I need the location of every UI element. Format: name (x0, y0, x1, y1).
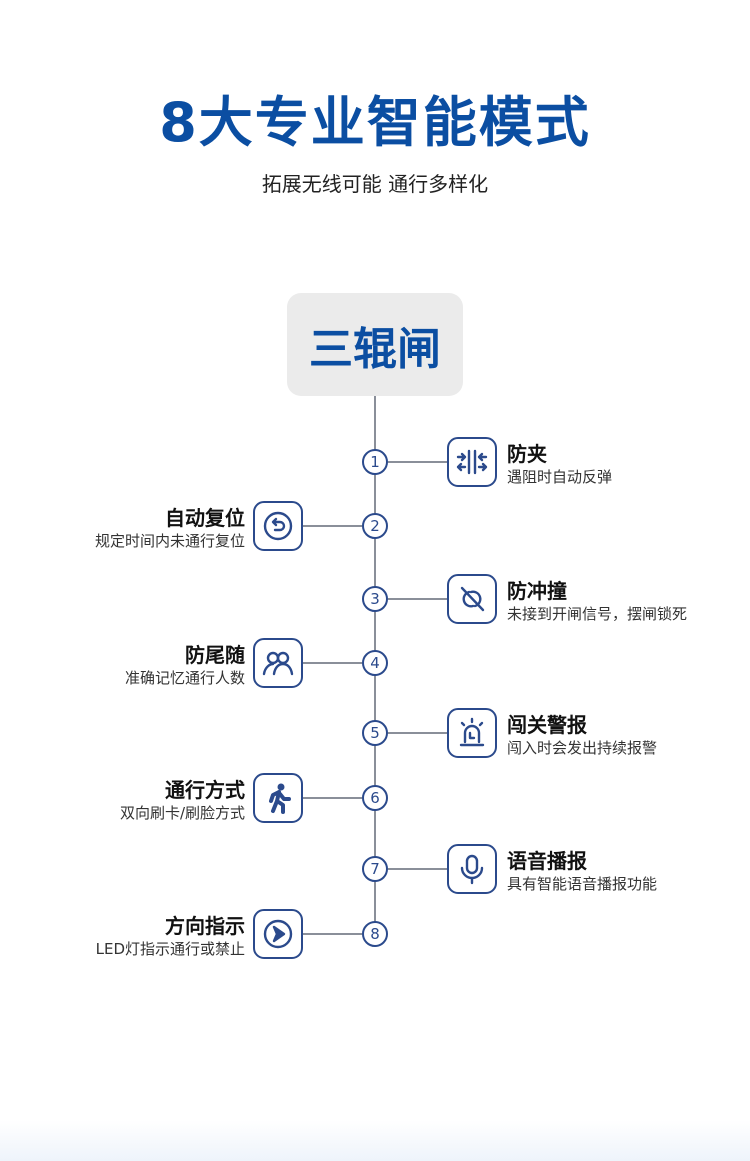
feature-title: 自动复位 (165, 506, 245, 530)
step-number: 8 (362, 921, 388, 947)
feature-desc: 遇阻时自动反弹 (507, 468, 613, 486)
step-number: 1 (362, 449, 388, 475)
feature-title: 防尾随 (185, 643, 245, 667)
feature-desc: 具有智能语音播报功能 (507, 875, 658, 893)
feature-title: 通行方式 (165, 778, 245, 802)
connector-line (388, 868, 447, 870)
step-number: 5 (362, 720, 388, 746)
feature-desc: LED灯指示通行或禁止 (95, 940, 245, 958)
feature-desc: 双向刷卡/刷脸方式 (119, 804, 245, 822)
alarm-light-icon (447, 708, 497, 758)
microphone-icon (447, 844, 497, 894)
product-label: 三辊闸 (287, 293, 463, 396)
feature-desc: 准确记忆通行人数 (124, 669, 245, 687)
feature-desc: 闯入时会发出持续报警 (507, 739, 658, 757)
feature-title: 方向指示 (165, 914, 245, 938)
direction-arrow-icon (253, 909, 303, 959)
connector-line (388, 461, 447, 463)
feature-title: 闯关警报 (507, 713, 587, 737)
connector-line (388, 732, 447, 734)
feature-title: 防夹 (507, 442, 547, 466)
step-number: 7 (362, 856, 388, 882)
step-number: 2 (362, 513, 388, 539)
feature-title: 防冲撞 (507, 579, 567, 603)
feature-desc: 未接到开闸信号，摆闸锁死 (507, 605, 688, 623)
feature-desc: 规定时间内未通行复位 (94, 532, 245, 550)
step-number: 4 (362, 650, 388, 676)
running-person-icon (253, 773, 303, 823)
connector-line (302, 662, 362, 664)
connector-line (302, 797, 362, 799)
reset-icon (253, 501, 303, 551)
anti-pinch-icon (447, 437, 497, 487)
connector-line (302, 933, 362, 935)
people-icon (253, 638, 303, 688)
connector-line (302, 525, 362, 527)
anti-collision-icon (447, 574, 497, 624)
step-number: 3 (362, 586, 388, 612)
page-subtitle: 拓展无线可能 通行多样化 (261, 172, 489, 196)
page-title: 8大专业智能模式 (159, 91, 591, 154)
connector-line (388, 598, 447, 600)
next-section-band (0, 1120, 750, 1161)
feature-title: 语音播报 (507, 849, 587, 873)
step-number: 6 (362, 785, 388, 811)
